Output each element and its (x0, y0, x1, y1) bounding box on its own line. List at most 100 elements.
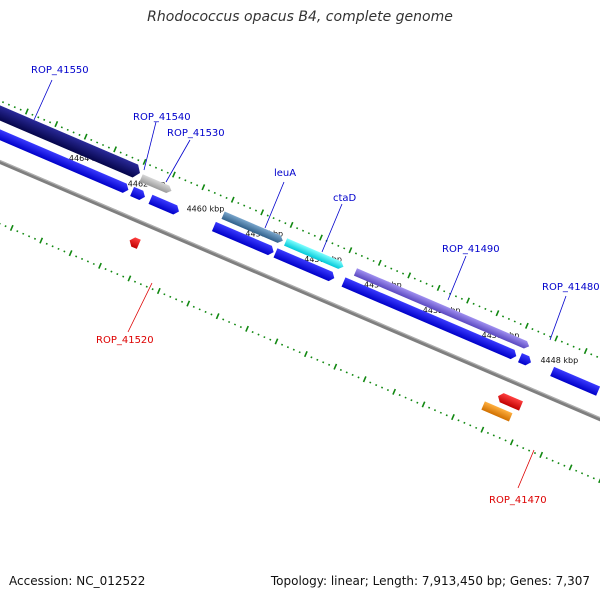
forward-tick (301, 229, 305, 232)
forward-tick (19, 108, 22, 111)
forward-tick (284, 222, 287, 225)
reverse-tick (380, 386, 384, 389)
gene-label-ROP_41530[interactable]: ROP_41530 (167, 128, 225, 139)
feature-ROP_41480[interactable] (550, 366, 600, 396)
reverse-tick (351, 373, 354, 376)
forward-tick (472, 302, 475, 305)
reverse-tick (280, 343, 284, 346)
forward-tick (596, 355, 599, 358)
forward-tick (524, 322, 529, 329)
reverse-tick (292, 348, 295, 351)
gene-label-ROP_41470[interactable]: ROP_41470 (489, 495, 547, 506)
reverse-tick (475, 426, 478, 429)
reverse-tick (63, 250, 66, 253)
reverse-tick (145, 285, 148, 288)
forward-tick (83, 133, 88, 140)
feature-cds-5[interactable] (273, 248, 337, 282)
reverse-tick (509, 439, 514, 446)
feature-ROP_41490[interactable] (353, 268, 531, 350)
forward-tick (49, 121, 52, 124)
reverse-tick (345, 371, 348, 374)
gene-label-ROP_41540[interactable]: ROP_41540 (133, 112, 191, 123)
feature-cds-6[interactable] (341, 277, 519, 360)
forward-tick (566, 343, 569, 346)
forward-tick (31, 113, 34, 116)
feature-ROP_41470[interactable] (496, 392, 523, 411)
reverse-tick (433, 409, 437, 412)
reverse-tick (528, 449, 531, 452)
reverse-tick (362, 376, 367, 383)
forward-tick (90, 138, 93, 142)
feature-leuA[interactable] (221, 211, 285, 245)
forward-tick (43, 118, 46, 121)
reverse-tick (127, 275, 132, 282)
reverse-tick (492, 434, 495, 437)
reverse-tick (251, 331, 254, 334)
feature-cds-4[interactable] (211, 221, 276, 257)
feature-ROP_41540[interactable] (139, 174, 173, 194)
forward-tick (237, 201, 240, 205)
forward-tick (513, 320, 516, 323)
forward-tick (431, 285, 434, 288)
reverse-tick (75, 255, 78, 258)
reverse-tick (575, 469, 578, 472)
feature-ROP_41550[interactable] (0, 98, 143, 179)
feature-ROP_41520[interactable] (128, 236, 141, 249)
forward-tick (413, 277, 416, 280)
reverse-tick (269, 338, 272, 341)
reverse-tick (480, 426, 485, 433)
reverse-tick (245, 325, 249, 332)
reverse-tick-row (0, 222, 600, 484)
feature-ROP_41530[interactable] (148, 194, 181, 216)
reverse-tick (486, 431, 489, 434)
gene-label-leuA[interactable]: leuA (274, 168, 296, 179)
forward-tick (495, 310, 500, 317)
feature-ctaD[interactable] (284, 238, 345, 270)
forward-tick (360, 254, 363, 257)
gene-label-ROP_41520[interactable]: ROP_41520 (96, 335, 154, 346)
forward-tick (531, 328, 534, 331)
gene-label-ROP_41490[interactable]: ROP_41490 (442, 244, 500, 255)
forward-tick (24, 108, 29, 115)
feature-cds-7[interactable] (517, 353, 533, 367)
reverse-tick (274, 338, 279, 345)
forward-tick (107, 146, 110, 149)
reverse-tick (22, 232, 25, 235)
forward-tick (60, 126, 63, 129)
reverse-tick (4, 225, 7, 228)
reverse-tick (516, 444, 519, 447)
reverse-tick (286, 346, 289, 349)
forward-tick (190, 181, 193, 184)
reverse-tick (428, 406, 431, 409)
forward-tick (219, 194, 222, 197)
reverse-tick (563, 464, 566, 467)
reverse-tick (204, 310, 207, 313)
forward-tick (131, 156, 134, 159)
gene-label-ctaD[interactable]: ctaD (333, 193, 357, 204)
feature-cds-1[interactable] (0, 118, 130, 195)
reverse-tick (533, 452, 537, 455)
reverse-tick (51, 245, 54, 248)
forward-tick-row (1, 101, 599, 358)
reverse-tick (451, 413, 455, 421)
gene-labels: ROP_41550 ROP_41540 ROP_41530 leuA ctaD … (31, 65, 600, 506)
forward-tick (501, 315, 505, 318)
forward-tick (337, 244, 340, 247)
reverse-tick (122, 275, 125, 278)
gene-label-ROP_41480[interactable]: ROP_41480 (542, 282, 600, 293)
forward-tick (460, 297, 463, 300)
forward-tick (166, 171, 169, 174)
forward-tick (119, 151, 122, 154)
feature-cds-2[interactable] (130, 186, 147, 202)
forward-tick (372, 259, 375, 263)
reverse-tick (0, 222, 1, 225)
reverse-tick (192, 305, 195, 308)
reverse-tick (163, 293, 166, 296)
feature-ROP_41470-orange[interactable] (481, 401, 513, 422)
gene-label-ROP_41550[interactable]: ROP_41550 (31, 65, 89, 76)
reverse-tick (210, 313, 213, 316)
reverse-tick (169, 295, 172, 298)
reverse-tick (92, 262, 95, 266)
forward-tick (125, 154, 128, 157)
forward-tick (266, 214, 269, 217)
